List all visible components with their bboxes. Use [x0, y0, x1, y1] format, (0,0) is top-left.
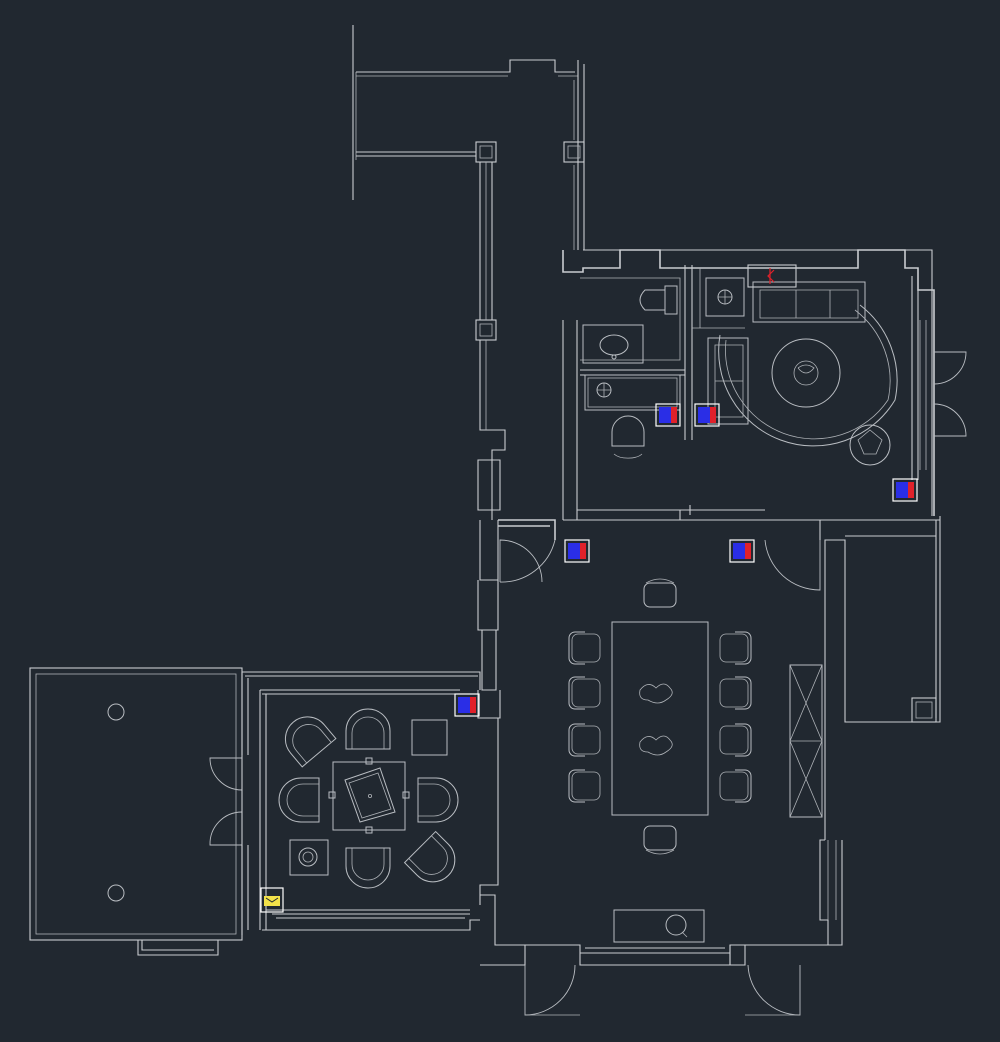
dining-table	[611, 621, 709, 816]
lounge-armchair	[278, 777, 320, 823]
lounge-armchair	[345, 847, 391, 889]
lounge-armchair	[417, 777, 459, 823]
lounge-chairs	[278, 708, 459, 889]
bedroom-balcony-door[interactable]	[919, 320, 967, 470]
dining-chair	[719, 723, 752, 757]
sofa	[707, 281, 866, 425]
lounge-balcony-door[interactable]	[209, 757, 243, 846]
dining-entry-door-right[interactable]	[764, 539, 821, 591]
left-balcony	[29, 667, 243, 956]
lounge-armchair	[345, 708, 391, 750]
centerpiece-icon	[639, 683, 673, 756]
vanity-chair	[611, 415, 645, 459]
fireplace-console	[613, 909, 705, 943]
ac-unit-icon[interactable]	[892, 478, 918, 502]
fire-alarm-icon	[767, 268, 775, 284]
lounge-armchair	[403, 830, 456, 883]
dining-chair	[719, 769, 752, 803]
ac-unit-icon[interactable]	[454, 693, 480, 717]
dining-chairs	[568, 578, 752, 855]
sink-icon	[582, 324, 644, 364]
dining-chair	[568, 631, 601, 665]
armchair	[849, 424, 891, 466]
dining-chair	[568, 676, 601, 710]
side-table	[289, 719, 448, 876]
lounge-walls	[241, 671, 481, 935]
lounge-armchair	[284, 716, 337, 768]
sideboard	[789, 664, 823, 818]
shower-icon	[705, 277, 745, 317]
ac-markers	[454, 403, 918, 717]
dining-chair	[568, 769, 601, 803]
ac-unit-icon[interactable]	[655, 403, 681, 427]
coffee-table	[328, 757, 410, 834]
dining-entry-door-left[interactable]	[499, 539, 556, 583]
dining-chair	[643, 578, 677, 608]
tv-cabinet	[747, 264, 797, 288]
corridor-wall	[477, 162, 506, 719]
round-bed	[718, 304, 898, 447]
bathtub-icon	[584, 374, 681, 411]
ac-unit-icon[interactable]	[694, 403, 720, 427]
ac-unit-icon[interactable]	[729, 539, 755, 563]
dining-chair	[719, 676, 752, 710]
terrace-outline	[352, 25, 585, 250]
light-switch-icon[interactable]	[260, 887, 284, 913]
dining-chair	[568, 723, 601, 757]
dining-room-walls	[479, 516, 941, 966]
ac-unit-icon[interactable]	[564, 539, 590, 563]
dining-chair	[719, 631, 752, 665]
toilet-icon	[639, 285, 678, 315]
dining-chair	[643, 825, 677, 855]
main-entrance-door[interactable]	[524, 964, 801, 1016]
